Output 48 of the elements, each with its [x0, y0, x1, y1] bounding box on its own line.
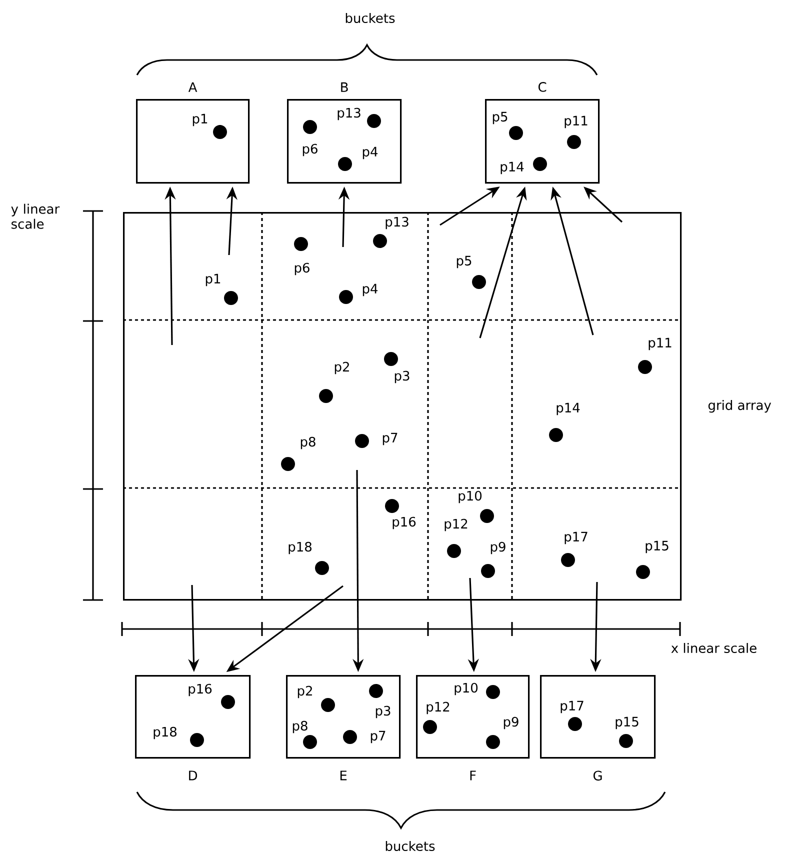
point-label: p11 — [564, 116, 588, 128]
point-label: p8 — [300, 436, 316, 450]
brace-label: buckets — [346, 12, 395, 24]
point-label: p7 — [370, 730, 386, 744]
point-label: p9 — [490, 542, 506, 554]
point-label: p18 — [154, 726, 177, 740]
axis-label: x linear scale — [671, 642, 756, 654]
node-label: F — [470, 770, 476, 780]
point-label: p3 — [394, 370, 410, 384]
point-label: p3 — [376, 706, 390, 718]
point-label: p15 — [616, 716, 638, 730]
point-label: p2 — [298, 686, 312, 698]
node-label: C — [538, 82, 546, 92]
point-label: p16 — [392, 516, 416, 530]
node-label: D — [189, 770, 198, 780]
point-label: p13 — [386, 216, 408, 230]
point-label: p6 — [294, 262, 310, 276]
point-label: p8 — [292, 720, 308, 734]
point-label: p16 — [188, 684, 212, 696]
node-label: G — [594, 770, 602, 781]
point-label: p17 — [560, 700, 584, 714]
point-label: p12 — [426, 702, 450, 714]
point-label: p1 — [192, 114, 208, 126]
point-label: p4 — [362, 284, 378, 296]
axis-label: y linear scale — [11, 204, 60, 229]
point-label: p18 — [288, 542, 312, 554]
point-label: p2 — [334, 362, 349, 374]
node-label: A — [188, 82, 198, 92]
point-label: p14 — [556, 402, 580, 416]
point-label: p11 — [648, 338, 672, 350]
point-label: p13 — [338, 108, 360, 120]
node-label: B — [341, 82, 348, 92]
point-label: p6 — [302, 144, 318, 156]
point-label: p14 — [500, 162, 524, 174]
node-label: E — [340, 770, 347, 780]
point-label: p9 — [504, 716, 518, 730]
brace-label: buckets — [386, 840, 435, 852]
point-label: p10 — [454, 682, 478, 696]
point-label: p5 — [492, 112, 508, 124]
point-label: p4 — [362, 146, 378, 160]
point-label: p1 — [206, 274, 220, 286]
point-label: p7 — [382, 432, 398, 446]
node-label: grid array — [708, 400, 772, 413]
point-label: p5 — [456, 256, 472, 268]
point-label: p10 — [458, 490, 482, 504]
point-label: p17 — [564, 532, 588, 544]
point-label: p12 — [444, 518, 468, 532]
point-label: p15 — [646, 540, 668, 554]
